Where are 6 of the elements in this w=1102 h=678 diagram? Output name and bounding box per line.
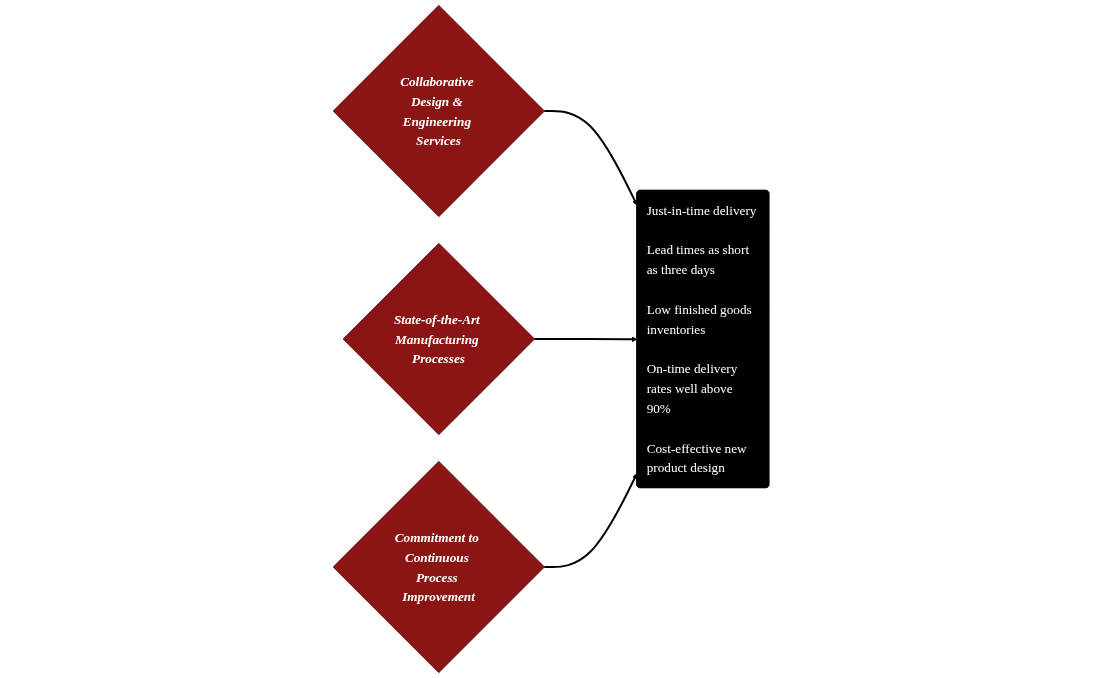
node-diamond: State-of-the-Art Manufacturing Processes (342, 242, 535, 436)
arrow (543, 473, 638, 568)
node-diamond: Collaborative Design & Engineering Services (332, 4, 545, 218)
node-diamond: Commitment to Continuous Process Improvement (332, 460, 545, 674)
arrow (543, 110, 638, 206)
arrow (533, 336, 638, 343)
